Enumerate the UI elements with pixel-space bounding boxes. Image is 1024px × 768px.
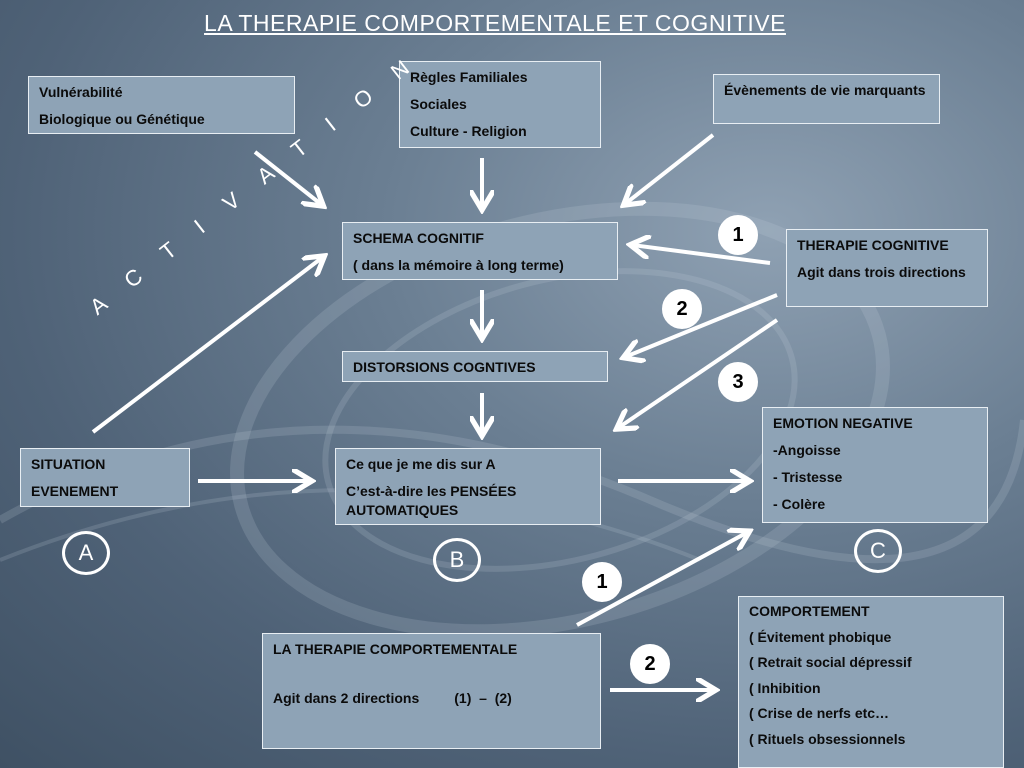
box-pensees-line-1: Ce que je me dis sur A [346,456,496,472]
box-regles-line-2: Sociales [410,95,467,112]
box-therapie-comportementale: LA THERAPIE COMPORTEMENTALE Agit dans 2 … [262,633,601,749]
box-emotion-line-4: - Colère [773,495,826,512]
box-schema-line-2: ( dans la mémoire à long terme) [353,256,564,273]
box-comportement-line-1: COMPORTEMENT [749,603,870,619]
arrow-therapie-to-distorsions [625,293,778,357]
arrow-evenements-to-schema [625,133,715,204]
page-title: LA THERAPIE COMPORTEMENTALE ET COGNITIVE [204,10,786,36]
box-situation-line-1: SITUATION [31,456,106,472]
arrow-comportementale-to-emotion [576,532,748,627]
marker-cognitive-1: 1 [718,215,758,255]
box-emotion-line-1: EMOTION NEGATIVE [773,415,913,431]
box-therapie-cognitive-line-2: Agit dans trois directions [797,263,966,280]
box-distorsions-line-1: DISTORSIONS COGNTIVES [353,359,536,375]
box-situation: SITUATION EVENEMENT [20,448,190,507]
arrow-vulnerabilite-to-schema [253,150,322,205]
marker-cognitive-3: 3 [718,362,758,402]
box-pensees-automatiques: Ce que je me dis sur A C’est-à-dire les … [335,448,601,525]
marker-a: A [62,531,110,575]
box-therapie-cognitive-line-1: THERAPIE COGNITIVE [797,237,949,253]
box-evenements: Évènements de vie marquants [713,74,940,124]
box-distorsions: DISTORSIONS COGNTIVES [342,351,608,382]
arrow-therapie-to-schema [632,245,771,265]
box-comportement-line-5: ( Crise de nerfs etc… [749,705,890,721]
box-comportement: COMPORTEMENT ( Évitement phobique ( Retr… [738,596,1004,768]
box-regles-line-3: Culture - Religion [410,122,527,139]
box-schema-cognitif: SCHEMA COGNITIF ( dans la mémoire à long… [342,222,618,280]
box-vulnerabilite-line-1: Vulnérabilité [39,84,123,100]
box-vulnerabilite: Vulnérabilité Biologique ou Génétique [28,76,295,134]
box-comportement-line-4: ( Inhibition [749,679,821,696]
box-comportement-line-6: ( Rituels obsessionnels [749,730,906,747]
box-situation-line-2: EVENEMENT [31,482,119,499]
box-therapie-comportementale-line-1: LA THERAPIE COMPORTEMENTALE [273,641,518,657]
box-comportement-line-2: ( Évitement phobique [749,628,892,645]
arrow-activation [91,257,323,434]
box-vulnerabilite-line-2: Biologique ou Génétique [39,110,205,127]
arrow-therapie-to-pensees [618,318,779,428]
marker-comportementale-1: 1 [582,562,622,602]
box-schema-line-1: SCHEMA COGNITIF [353,230,484,246]
box-emotion-negative: EMOTION NEGATIVE -Angoisse - Tristesse -… [762,407,988,523]
marker-comportementale-2: 2 [630,644,670,684]
box-regles-line-1: Règles Familiales [410,69,528,85]
marker-b: B [433,538,481,582]
box-emotion-line-3: - Tristesse [773,468,843,485]
box-regles: Règles Familiales Sociales Culture - Rel… [399,61,601,148]
marker-c: C [854,529,902,573]
box-emotion-line-2: -Angoisse [773,441,841,458]
marker-cognitive-2: 2 [662,289,702,329]
box-comportement-line-3: ( Retrait social dépressif [749,654,912,670]
box-pensees-line-2: C’est-à-dire les PENSÉES AUTOMATIQUES [346,482,517,518]
box-therapie-cognitive: THERAPIE COGNITIVE Agit dans trois direc… [786,229,988,307]
box-therapie-comportementale-line-2: Agit dans 2 directions (1) – (2) [273,689,512,706]
box-evenements-line-1: Évènements de vie marquants [724,82,926,98]
